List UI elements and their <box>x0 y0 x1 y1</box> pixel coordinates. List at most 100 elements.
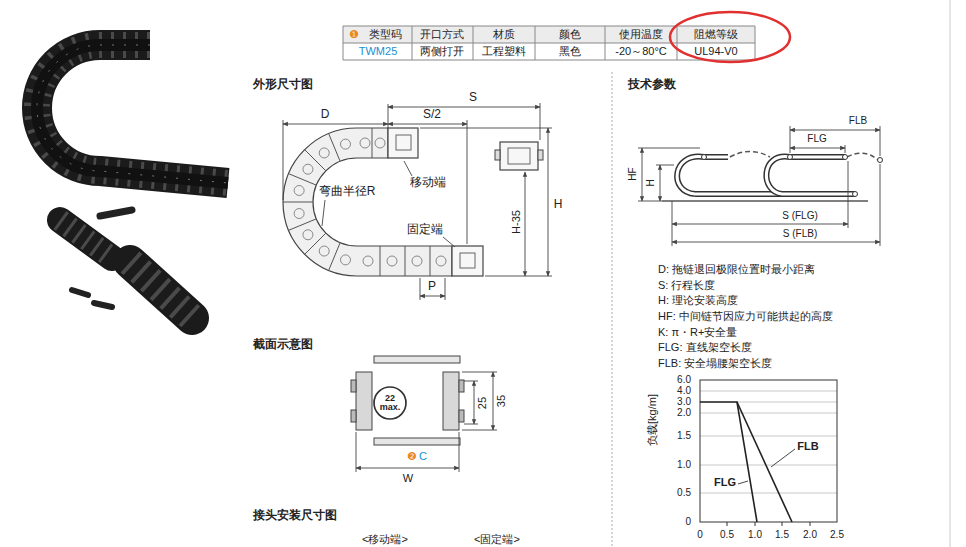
dimension-line <box>638 126 880 246</box>
cross-section <box>351 410 356 422</box>
sag-diagram <box>662 200 868 202</box>
sag-diagram <box>790 154 845 160</box>
dimension-label: H-35 <box>510 210 523 234</box>
sag-diagram <box>662 152 883 202</box>
dimension-line <box>420 128 552 129</box>
note-text: D: 拖链退回极限位置时最小距离 <box>658 263 815 276</box>
cross-section <box>351 356 464 445</box>
dimension-line <box>638 148 700 149</box>
dimension-label: S <box>469 91 477 105</box>
view-label: <固定端> <box>474 533 520 546</box>
exploded-chain-photo <box>60 210 192 318</box>
spec-table <box>343 26 755 27</box>
chain-photo <box>37 45 228 183</box>
table-header: 类型码 <box>369 28 402 41</box>
link-divider <box>372 128 373 158</box>
link-lobe <box>319 148 329 158</box>
curve-label: FLB <box>797 440 818 453</box>
dimension-label: 35 <box>495 395 508 407</box>
sag-diagram <box>788 155 793 160</box>
tick-label: 0 <box>685 516 691 528</box>
table-header: 阻燃等级 <box>694 28 738 41</box>
dimension-line <box>672 242 880 243</box>
exploded-chain-photo <box>60 220 112 258</box>
callout-number: ❷ <box>407 450 417 463</box>
spec-table <box>605 26 606 60</box>
dimension-line <box>462 372 497 373</box>
load-chart <box>700 465 837 466</box>
chain-outline <box>500 142 538 170</box>
exploded-chain-photo <box>100 210 132 216</box>
sag-diagram <box>730 152 770 158</box>
cross-section <box>459 380 464 392</box>
part-label: 固定端 <box>407 223 443 237</box>
section-title: 技术参数 <box>628 78 676 92</box>
dimension-line <box>485 276 552 277</box>
link-lobe <box>375 138 385 148</box>
tick-label: 0 <box>697 529 703 541</box>
table-header: 材质 <box>493 28 515 41</box>
section-title: 接头安装尺寸图 <box>253 509 337 523</box>
cross-section <box>374 438 460 445</box>
chain-outline <box>452 246 483 276</box>
chain-photo <box>37 45 228 183</box>
cross-section <box>356 372 372 430</box>
dimension-line <box>474 381 475 424</box>
dimension-line <box>443 237 455 247</box>
dimension-line <box>790 130 880 131</box>
axis-title: 负载[kg/m] <box>646 394 659 446</box>
note-text: S: 行程长度 <box>658 279 715 292</box>
tick-label: 2.0 <box>677 407 691 419</box>
part-label: 移动端 <box>410 176 446 190</box>
tick-label: 4.0 <box>677 385 691 397</box>
spec-table <box>677 26 678 60</box>
load-chart <box>700 391 837 493</box>
tick-label: 1.0 <box>677 459 691 471</box>
link-lobe <box>387 256 397 266</box>
chain-outline <box>460 253 475 268</box>
tick-label: 2.5 <box>830 529 844 541</box>
chain-outline <box>538 150 543 160</box>
dimension-line <box>388 107 540 108</box>
sag-diagram <box>704 156 728 159</box>
table-cell: 两侧打开 <box>420 45 464 58</box>
dimension-line <box>672 201 673 246</box>
dimension-label: P <box>428 280 436 294</box>
tick-label: 2.0 <box>803 529 817 541</box>
dimension-line <box>880 164 881 246</box>
dimension-line <box>322 200 325 226</box>
chain-photo <box>37 45 228 183</box>
link-divider <box>305 150 326 171</box>
dimension-line <box>445 278 446 300</box>
link-divider <box>430 246 431 276</box>
sag-diagram <box>766 157 790 194</box>
section-title: 外形尺寸图 <box>253 78 313 92</box>
dimension-line <box>464 424 478 425</box>
link-lobe <box>319 246 329 256</box>
note-text: FLB: 安全塌腰架空长度 <box>658 357 772 370</box>
dimension-line <box>404 161 412 176</box>
sag-diagram <box>847 153 878 160</box>
dimension-line <box>848 161 849 228</box>
dimension-label: FLG <box>807 133 826 145</box>
callout-number: ❶ <box>349 28 359 41</box>
sag-diagram <box>766 157 790 194</box>
link-lobe <box>360 138 370 148</box>
dimension-line <box>356 372 497 472</box>
chain-outline <box>508 148 530 164</box>
tick-label: 0.5 <box>677 487 691 499</box>
view-label: <移动端> <box>362 533 408 546</box>
tick-label: 0.5 <box>720 529 734 541</box>
chain-outline <box>388 128 418 158</box>
dimension-label: HF <box>627 167 639 180</box>
load-chart <box>700 380 837 526</box>
dimension-line <box>540 103 541 140</box>
load-chart <box>738 481 748 484</box>
load-chart <box>727 522 728 526</box>
link-lobe <box>340 255 350 265</box>
cross-section <box>374 356 460 363</box>
note-text: K: π・R+安全量 <box>658 326 737 339</box>
dimension-line <box>493 372 494 430</box>
